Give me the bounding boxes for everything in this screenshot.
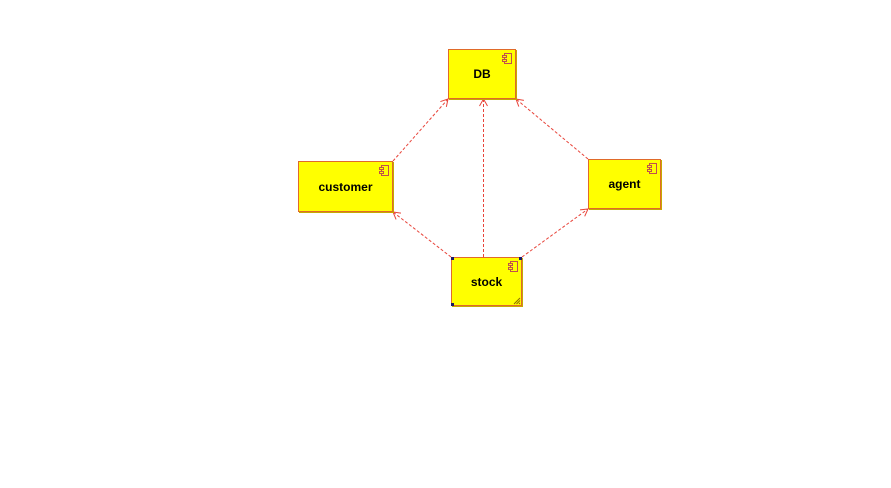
selection-handle-bottom-left[interactable] xyxy=(451,303,454,306)
component-db[interactable]: DB xyxy=(448,49,516,99)
dependency-arrow-stock-to-customer[interactable] xyxy=(392,211,452,258)
component-label-db: DB xyxy=(473,67,491,81)
component-label-customer: customer xyxy=(318,179,373,194)
component-customer[interactable]: customer xyxy=(298,161,393,212)
component-icon xyxy=(508,261,518,272)
dependency-layer xyxy=(392,97,589,258)
dependency-arrow-agent-to-db[interactable] xyxy=(515,98,589,160)
selection-handle-top-left[interactable] xyxy=(451,257,454,260)
component-label-stock: stock xyxy=(470,274,503,289)
component-icon xyxy=(502,53,512,64)
dependency-arrow-customer-to-db[interactable] xyxy=(392,98,449,162)
resize-grip-icon[interactable] xyxy=(513,297,521,305)
component-label-agent: agent xyxy=(608,177,641,191)
component-stock[interactable]: stock xyxy=(451,257,522,306)
component-icon xyxy=(647,163,657,174)
component-agent[interactable]: agent xyxy=(588,159,661,209)
dependency-arrow-stock-to-agent[interactable] xyxy=(521,208,589,258)
component-icon xyxy=(379,165,389,176)
selection-handle-top-right[interactable] xyxy=(519,257,522,260)
